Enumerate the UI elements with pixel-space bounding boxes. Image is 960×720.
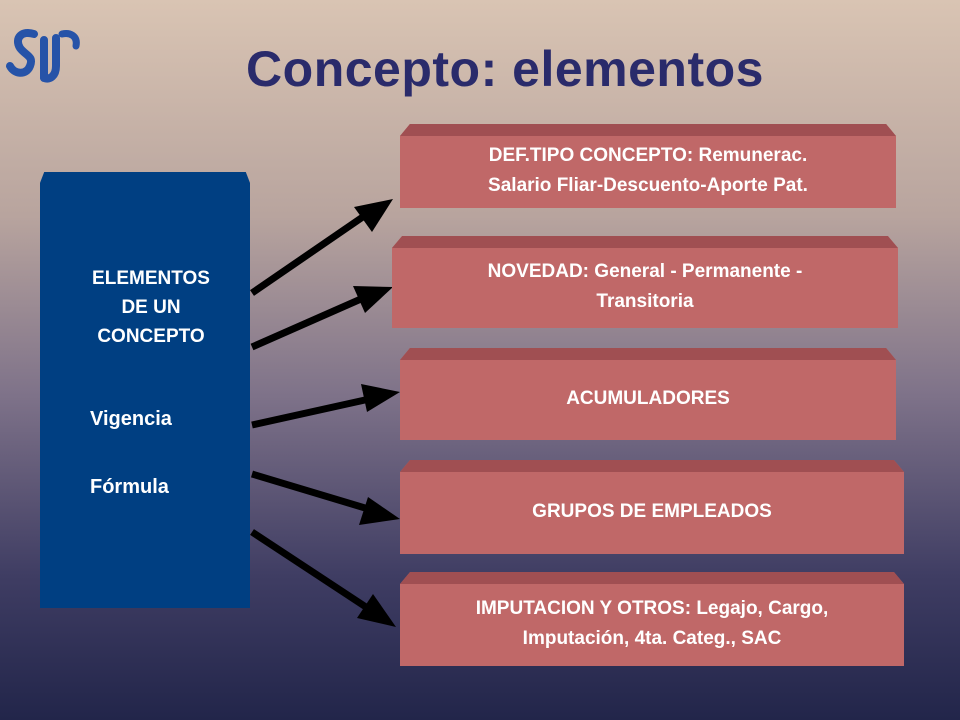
box-acumuladores: ACUMULADORES — [400, 348, 896, 440]
arrow-3 — [251, 384, 400, 429]
arrow-5 — [250, 529, 396, 627]
arrow-2 — [250, 286, 393, 351]
box-line: Imputación, 4ta. Categ., SAC — [522, 628, 782, 649]
slide-title: Concepto: elementos — [246, 41, 764, 97]
box-def-tipo-concepto: DEF.TIPO CONCEPTO: Remunerac. Salario Fl… — [400, 124, 896, 208]
box-novedad: NOVEDAD: General - Permanente - Transito… — [392, 236, 898, 328]
arrow-4 — [250, 470, 400, 525]
box-line: DEF.TIPO CONCEPTO: Remunerac. — [488, 145, 808, 166]
box-imputacion-otros: IMPUTACION Y OTROS: Legajo, Cargo, Imput… — [400, 572, 904, 666]
box-line: Transitoria — [596, 291, 694, 312]
box-grupos-empleados: GRUPOS DE EMPLEADOS — [400, 460, 904, 554]
panel-heading: ELEMENTOS DE UN CONCEPTO — [40, 264, 250, 351]
elements-panel: ELEMENTOS DE UN CONCEPTO Vigencia Fórmul… — [40, 172, 250, 608]
item-formula: Fórmula — [90, 476, 169, 498]
box-line: Salario Fliar-Descuento-Aporte Pat. — [488, 175, 808, 196]
box-line: IMPUTACION Y OTROS: Legajo, Cargo, — [475, 598, 829, 619]
box-line: ACUMULADORES — [566, 388, 730, 409]
box-line: GRUPOS DE EMPLEADOS — [532, 501, 772, 522]
heading-line: DE UN — [121, 297, 181, 318]
item-vigencia: Vigencia — [90, 408, 172, 430]
heading-line: ELEMENTOS — [92, 268, 210, 289]
si-logo — [6, 29, 80, 83]
heading-line: CONCEPTO — [97, 326, 205, 347]
arrow-1 — [250, 199, 393, 296]
box-line: NOVEDAD: General - Permanente - — [487, 261, 803, 282]
